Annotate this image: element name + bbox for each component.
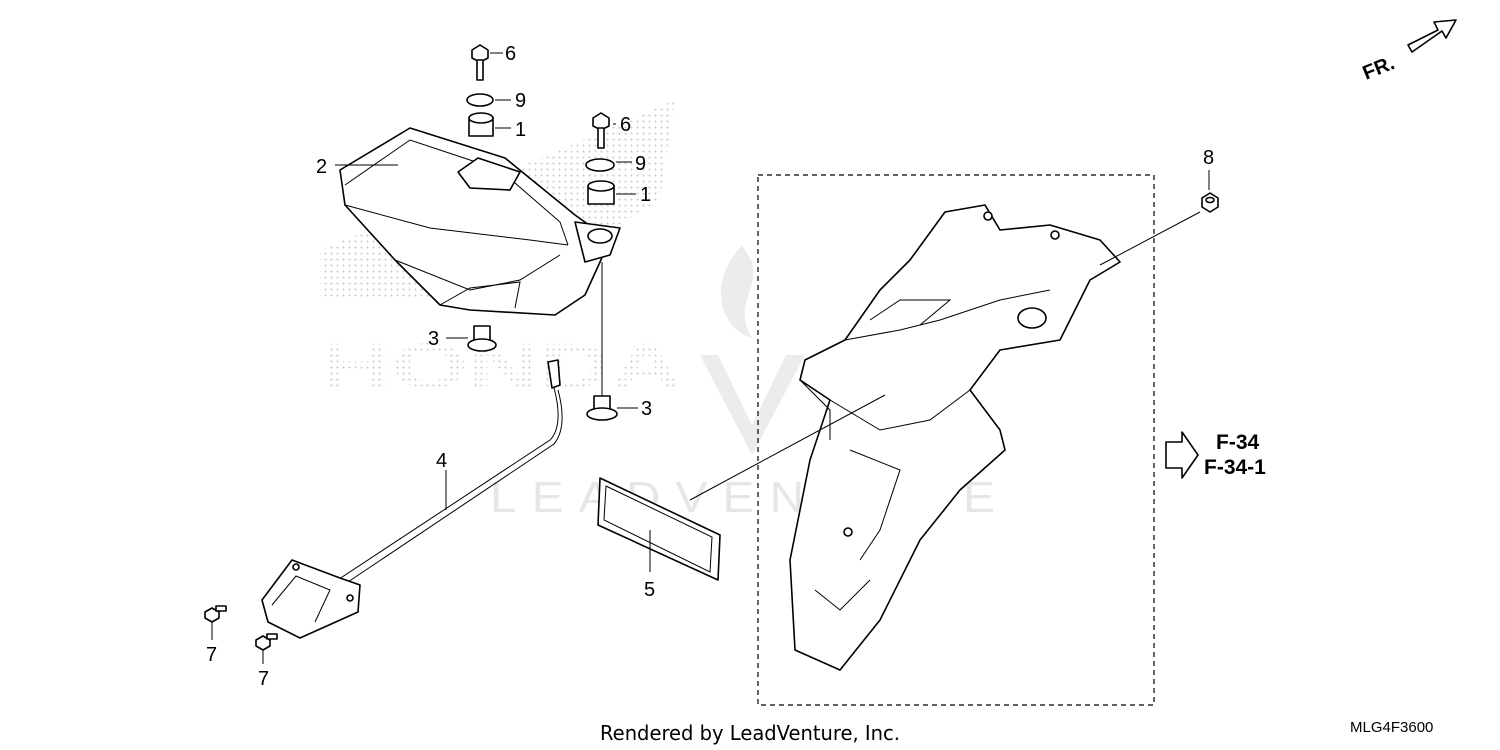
callout-9-right: 9 — [635, 153, 646, 175]
callout-5: 5 — [644, 579, 655, 601]
rubber-1-right — [587, 180, 615, 205]
rear-reflector — [597, 477, 721, 581]
callout-8: 8 — [1203, 147, 1214, 169]
license-light-harness — [261, 359, 563, 639]
callout-3-left: 3 — [428, 328, 439, 350]
callout-4: 4 — [436, 450, 447, 472]
callout-1-right: 1 — [640, 184, 651, 206]
callout-9-left: 9 — [515, 90, 526, 112]
diagram-code: MLG4F3600 — [1350, 719, 1433, 736]
screw-7-left — [204, 605, 227, 623]
callout-1-left: 1 — [515, 119, 526, 141]
screw-7-right — [255, 633, 278, 651]
washer-9-left — [466, 93, 494, 107]
tail-light-assembly — [339, 127, 621, 316]
callout-3-right: 3 — [641, 398, 652, 420]
reference-link-secondary[interactable]: F-34-1 — [1204, 456, 1266, 479]
honda-watermark-text: HONDA — [320, 330, 682, 402]
fender-group-boundary — [757, 174, 1155, 706]
reference-link-primary[interactable]: F-34 — [1216, 431, 1260, 454]
leader-lines — [211, 52, 1210, 664]
callout-6-right: 6 — [620, 114, 631, 136]
rubber-1-left — [468, 112, 494, 137]
reference-arrow-icon — [1165, 431, 1199, 479]
nut-3-left — [467, 325, 497, 352]
front-arrow-icon — [1407, 19, 1457, 53]
page-reference[interactable]: F-34 F-34-1 — [1165, 431, 1266, 479]
rear-fender — [789, 204, 1121, 671]
callout-2: 2 — [316, 156, 327, 178]
rendered-by-credit: Rendered by LeadVenture, Inc. — [600, 721, 900, 745]
callout-numbers: 6 9 1 2 3 6 9 1 3 4 5 7 7 8 — [206, 43, 1214, 690]
bolt-6-left — [471, 44, 489, 81]
bolt-6-right — [592, 112, 610, 149]
front-direction-indicator: FR. — [1360, 19, 1457, 85]
front-direction-label: FR. — [1360, 52, 1398, 84]
nut-8 — [1201, 192, 1219, 213]
callout-6-left: 6 — [505, 43, 516, 65]
callout-7-right: 7 — [258, 668, 269, 690]
washer-9-right — [585, 158, 615, 172]
nut-3-right — [586, 395, 618, 421]
callout-7-left: 7 — [206, 644, 217, 666]
